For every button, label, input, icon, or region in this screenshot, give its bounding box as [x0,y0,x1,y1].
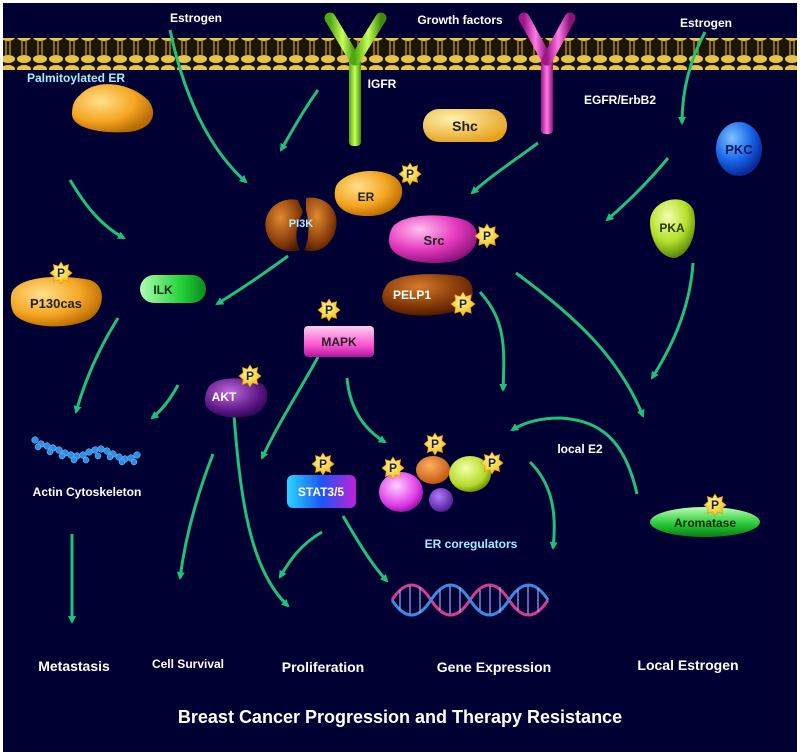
actin-cytoskeleton-label: Actin Cytoskeleton [33,485,142,499]
pi3k-protein: PI3K [265,197,337,252]
growth-factors-label: Growth factors [417,13,503,27]
palmitoylated-er-label: Palmitoylated ER [27,71,125,85]
ilk-label: ILK [153,283,173,297]
outcome-gene-expression: Gene Expression [437,659,551,675]
ilk-protein: ILK [140,275,206,303]
mapk-label: MAPK [321,335,357,349]
er-coregulators-cluster: P P P [379,432,504,512]
shc-label: Shc [452,118,478,134]
akt-protein: AKT P [204,364,268,418]
phospho-label-aromatase: P [711,498,719,512]
outcome-metastasis: Metastasis [38,658,110,674]
pka-label: PKA [659,221,685,235]
actin-cytoskeleton-filament [31,436,141,466]
palmitoylated-er-protein [72,84,154,133]
pi3k-label: PI3K [289,218,314,230]
phospho-label-coreg-2: P [431,437,439,451]
pkc-label: PKC [725,142,753,157]
pka-protein: PKA [650,199,696,258]
er-coregulators-label: ER coregulators [425,537,518,551]
p130cas-label: P130cas [30,296,82,311]
cell-membrane [3,38,797,70]
estrogen-right-label: Estrogen [680,16,732,30]
phospho-label-er: P [406,167,414,181]
pelp1-label: PELP1 [393,288,431,302]
src-protein: Src P [388,215,500,264]
aromatase-label: Aromatase [674,516,736,530]
dna-helix [390,583,550,617]
estrogen-left-label: Estrogen [170,11,222,25]
phospho-label-akt: P [246,369,254,383]
egfr-label: EGFR/ErbB2 [584,93,656,107]
phospho-label-stat: P [319,457,327,471]
signal-arrows [68,29,707,624]
egfr-receptor [518,12,576,134]
phospho-label-mapk: P [325,303,333,317]
pelp1-protein: PELP1 P [382,274,476,317]
er-label: ER [358,190,375,204]
local-e2-label: local E2 [557,442,603,456]
p130cas-protein: P130cas P [10,261,102,327]
pkc-protein: PKC [716,122,762,176]
outcome-cell-survival: Cell Survival [152,657,224,671]
phospho-label-src: P [483,229,491,243]
stat35-protein: STAT3/5 P [287,452,356,508]
outcome-local-estrogen: Local Estrogen [637,657,738,673]
er-protein: ER P [334,162,422,217]
outcome-proliferation: Proliferation [282,659,364,675]
phospho-label-pelp1: P [459,297,467,311]
phospho-label-coreg-1: P [389,461,397,475]
stat-label: STAT3/5 [298,485,345,499]
mapk-protein: MAPK P [304,298,374,357]
src-label: Src [424,233,445,248]
igfr-label: IGFR [368,77,397,91]
igfr-receptor [324,12,387,146]
phospho-label-p130cas: P [57,266,65,280]
phospho-label-coreg-3: P [488,456,496,470]
diagram-caption: Breast Cancer Progression and Therapy Re… [178,707,622,727]
akt-label: AKT [212,390,237,404]
shc-protein: Shc [423,109,507,142]
aromatase-protein: Aromatase P [650,493,760,537]
